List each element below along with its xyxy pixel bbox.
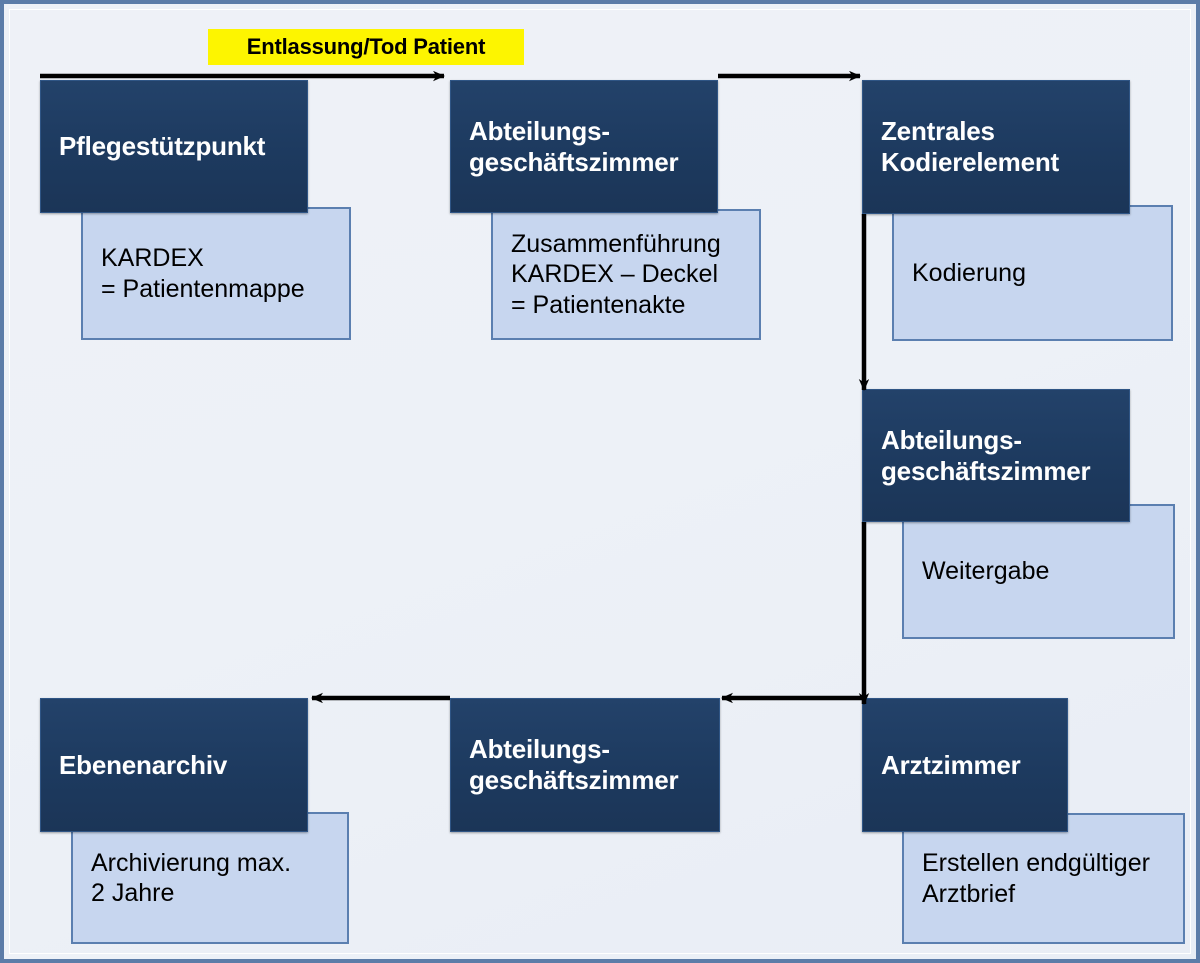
node-abteilungsgeschaeftszimmer-3-label: Abteilungs- geschäftszimmer: [469, 734, 679, 795]
node-arztzimmer-label: Arztzimmer: [881, 749, 1021, 780]
node-ebenenarchiv-label: Ebenenarchiv: [59, 749, 228, 780]
node-zentrales-kodierelement-label: Zentrales Kodierelement: [881, 116, 1060, 177]
detail-arztzimmer-text: Erstellen endgültiger Arztbrief: [922, 849, 1150, 908]
node-abteilungsgeschaeftszimmer-1[interactable]: Abteilungs- geschäftszimmer: [450, 80, 718, 213]
node-ebenenarchiv[interactable]: Ebenenarchiv: [40, 698, 308, 832]
node-abteilungsgeschaeftszimmer-1-label: Abteilungs- geschäftszimmer: [469, 115, 679, 177]
detail-zentrales-kodierelement-text: Kodierung: [912, 258, 1026, 287]
node-pflegestuetzpunkt-label: Pflegestützpunkt: [59, 131, 266, 162]
detail-zentrales-kodierelement[interactable]: Kodierung: [892, 205, 1173, 341]
detail-abteilungsgeschaeftszimmer-1-text: Zusammenführung KARDEX – Deckel = Patien…: [511, 229, 721, 319]
node-arztzimmer[interactable]: Arztzimmer: [862, 698, 1068, 832]
detail-abteilungsgeschaeftszimmer-1[interactable]: Zusammenführung KARDEX – Deckel = Patien…: [491, 209, 761, 340]
detail-pflegestuetzpunkt-text: KARDEX = Patientenmappe: [101, 244, 305, 303]
node-abteilungsgeschaeftszimmer-3[interactable]: Abteilungs- geschäftszimmer: [450, 698, 720, 832]
node-abteilungsgeschaeftszimmer-2-label: Abteilungs- geschäftszimmer: [881, 424, 1091, 486]
detail-ebenenarchiv-text: Archivierung max. 2 Jahre: [91, 848, 292, 908]
node-abteilungsgeschaeftszimmer-2[interactable]: Abteilungs- geschäftszimmer: [862, 389, 1130, 522]
node-pflegestuetzpunkt[interactable]: Pflegestützpunkt: [40, 80, 308, 213]
detail-pflegestuetzpunkt[interactable]: KARDEX = Patientenmappe: [81, 207, 351, 340]
detail-abteilungsgeschaeftszimmer-2[interactable]: Weitergabe: [902, 504, 1175, 639]
detail-abteilungsgeschaeftszimmer-2-text: Weitergabe: [922, 557, 1050, 586]
entlassung-tod-patient-tag: Entlassung/Tod Patient: [208, 29, 524, 65]
detail-arztzimmer[interactable]: Erstellen endgültiger Arztbrief: [902, 813, 1185, 944]
node-zentrales-kodierelement[interactable]: Zentrales Kodierelement: [862, 80, 1130, 214]
